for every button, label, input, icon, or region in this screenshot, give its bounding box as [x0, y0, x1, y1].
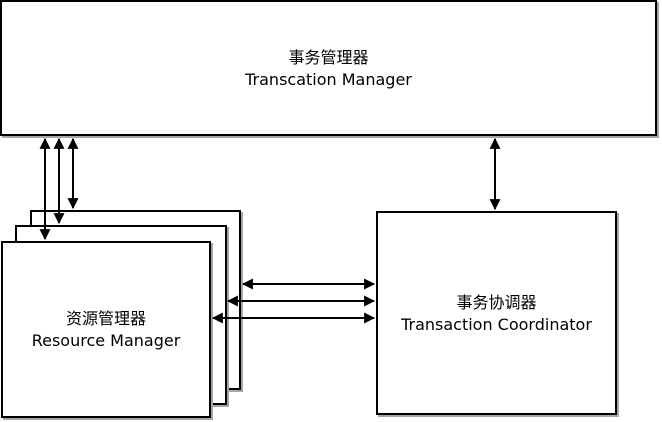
- transaction-manager-label-en: Transcation Manager: [245, 69, 412, 89]
- resource-manager-label-zh: 资源管理器: [65, 309, 146, 328]
- transaction-coordinator-box: 事务协调器 Transaction Coordinator: [376, 211, 617, 415]
- transaction-coordinator-label-en: Transaction Coordinator: [401, 314, 592, 334]
- transaction-coordinator-label-zh: 事务协调器: [456, 292, 537, 312]
- resource-manager-box-front: 资源管理器 Resource Manager: [1, 241, 211, 418]
- transaction-manager-box: 事务管理器 Transcation Manager: [0, 0, 657, 136]
- transaction-manager-label-zh: 事务管理器: [288, 47, 369, 67]
- resource-manager-label-en: Resource Manager: [31, 331, 181, 350]
